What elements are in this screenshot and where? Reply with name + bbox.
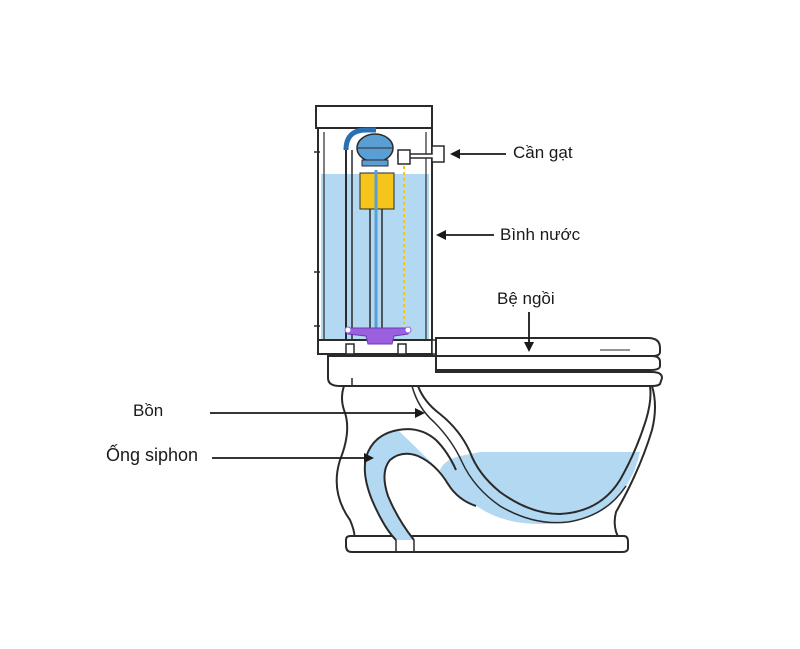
callout-arrows: [210, 149, 534, 463]
tank-lid: [315, 105, 433, 129]
bowl-rim: [327, 355, 664, 387]
label-can-gat: Cần gạt: [513, 143, 573, 162]
toilet-bowl: [335, 385, 656, 553]
label-bon: Bồn: [133, 401, 164, 420]
toilet-seat: [435, 337, 661, 371]
label-binh-nuoc: Bình nước: [500, 225, 581, 244]
label-be-ngoi: Bệ ngồi: [497, 289, 555, 308]
water-tank: [314, 105, 445, 355]
label-ong-siphon: Ống siphon: [106, 445, 199, 465]
